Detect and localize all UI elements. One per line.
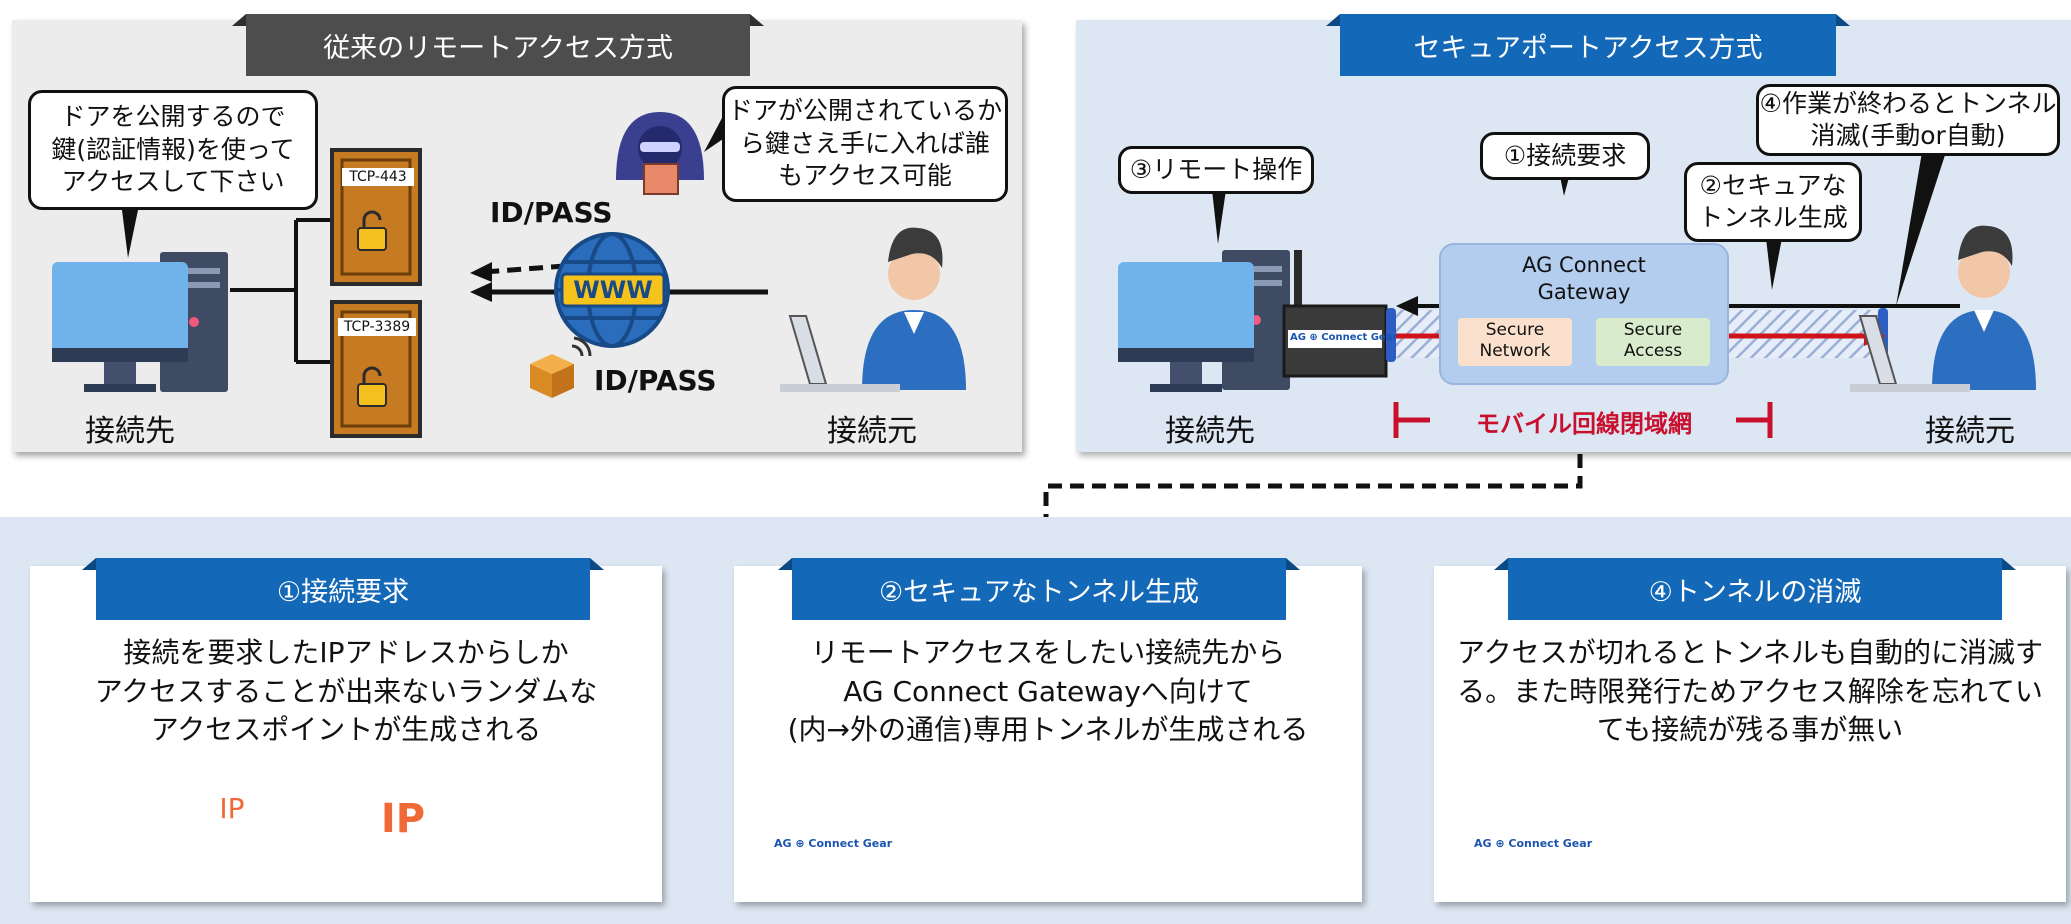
card-connection-request <box>30 566 662 902</box>
tab-ear <box>82 558 96 570</box>
www-label: WWW <box>573 276 653 304</box>
dashed-arrow-line <box>483 263 566 275</box>
card-tunnel-creation <box>734 566 1362 902</box>
bubble-tail <box>1896 152 1946 306</box>
destination-label: 接続先 <box>1165 414 1255 449</box>
idpass-top-label: ID/PASS <box>490 196 613 229</box>
bubble-tail <box>122 210 138 258</box>
tab-ear <box>232 14 246 26</box>
mobile-network-label: モバイル回線閉域網 <box>1476 410 1692 438</box>
tab-ear <box>1836 14 1850 26</box>
tab-ear <box>590 558 604 570</box>
destination-pc-icon <box>52 252 228 392</box>
source-person-icon <box>1850 225 2036 392</box>
arrowhead <box>1396 296 1418 316</box>
bubble-tail <box>1212 190 1226 244</box>
tab-ear <box>1494 558 1508 570</box>
door-public-bubble: ドアを公開するので 鍵(認証情報)を使って アクセスして下さい <box>28 90 318 210</box>
step2-bubble: ②セキュアな トンネル生成 <box>1684 162 1862 242</box>
secure-network-label: Secure Network <box>1479 320 1551 362</box>
secure-access-box <box>1596 318 1710 366</box>
card1-title: ①接続要求 <box>96 558 590 620</box>
ip-label: IP <box>219 792 245 825</box>
connect-gear-device <box>1282 250 1388 378</box>
connect-gear-label: AG ⊕ Connect Gear <box>1290 332 1398 343</box>
globe-icon <box>554 232 670 348</box>
secure-network-box <box>1458 318 1572 366</box>
arrowhead <box>470 262 492 282</box>
tab-ear <box>2002 558 2016 570</box>
bubble-tail <box>1766 238 1782 290</box>
connect-gear-label: AG ⊕ Connect Gear <box>774 837 893 850</box>
port-443-label: TCP-443 <box>342 168 414 186</box>
hacker-icon <box>616 112 704 195</box>
mobile-network-bracket <box>1393 402 1773 438</box>
source-label: 接続元 <box>1925 414 2015 449</box>
traditional-title: 従来のリモートアクセス方式 <box>246 14 750 76</box>
gateway-title: AG Connect Gateway <box>1522 253 1646 305</box>
step4-bubble: ④作業が終わるとトンネル 消滅(手動or自動) <box>1756 84 2060 156</box>
tunnel-endcap <box>1386 308 1396 362</box>
step3-bubble: ③リモート操作 <box>1118 146 1314 194</box>
source-label: 接続元 <box>827 414 917 449</box>
connect-gear-label: AG ⊕ Connect Gear <box>1474 837 1593 850</box>
port-3389-label: TCP-3389 <box>338 318 416 336</box>
destination-label: 接続先 <box>85 414 175 449</box>
idpass-bottom-label: ID/PASS <box>594 364 717 397</box>
secure-title: セキュアポートアクセス方式 <box>1340 14 1836 76</box>
card2-description: リモートアクセスをしたい接続先から AG Connect Gatewayへ向けて… <box>787 636 1309 747</box>
card3-title: ④トンネルの消滅 <box>1508 558 2002 620</box>
destination-pc-icon <box>1118 250 1290 392</box>
attacker-bubble: ドアが公開されているか ら鍵さえ手に入れば誰 もアクセス可能 <box>722 86 1008 202</box>
card3-description: アクセスが切れるとトンネルも自動的に消滅す る。また時限発行ためアクセス解除を忘… <box>1456 636 2044 747</box>
tab-ear <box>778 558 792 570</box>
secure-access-label: Secure Access <box>1623 320 1683 362</box>
ip-blocked-label: IP <box>380 796 426 842</box>
tab-ear <box>1326 14 1340 26</box>
tab-ear <box>1286 558 1300 570</box>
package-icon <box>530 336 592 398</box>
step1-bubble: ①接続要求 <box>1480 132 1650 180</box>
card1-description: 接続を要求したIPアドレスからしか アクセスすることが出来ないランダムな アクセ… <box>94 636 598 747</box>
source-person-icon <box>780 227 966 392</box>
arrowhead <box>470 282 492 302</box>
card-tunnel-removal <box>1434 566 2066 902</box>
tab-ear <box>750 14 764 26</box>
dashed-connector <box>1043 454 1583 517</box>
card2-title: ②セキュアなトンネル生成 <box>792 558 1286 620</box>
